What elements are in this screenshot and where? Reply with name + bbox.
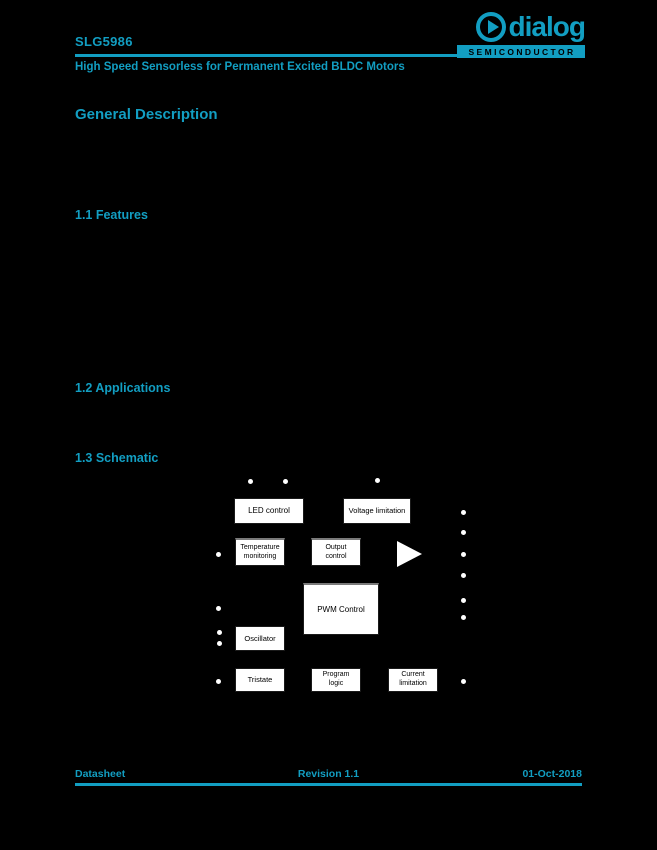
block-output-control: Output control [311, 538, 361, 566]
block-voltage-limitation: Voltage limitation [343, 498, 411, 524]
pin-dot [461, 598, 466, 603]
block-tristate: Tristate [235, 668, 285, 692]
pin-dot [461, 552, 466, 557]
footer-document-type: Datasheet [75, 768, 126, 780]
pin-dot [283, 479, 288, 484]
pin-dot [217, 641, 222, 646]
block-program-logic: Program logic [311, 668, 361, 692]
footer-revision: Revision 1.1 [297, 768, 360, 780]
pin-dot [375, 478, 380, 483]
pin-dot [461, 510, 466, 515]
heading-general-description: General Description [75, 106, 218, 123]
block-current-limitation: Current limitation [388, 668, 438, 692]
footer-date: 01-Oct-2018 [522, 768, 582, 780]
document-subtitle: High Speed Sensorless for Permanent Exci… [75, 61, 405, 73]
logo-tagline: SEMICONDUCTOR [457, 45, 585, 58]
pin-dot [461, 615, 466, 620]
logo-brand-text: dialog [508, 11, 586, 42]
block-led-control: LED control [234, 498, 304, 524]
part-number: SLG5986 [75, 34, 133, 49]
pin-dot [217, 630, 222, 635]
pin-dot [461, 679, 466, 684]
dialog-logo: dialog SEMICONDUCTOR [457, 11, 586, 58]
pin-dot [461, 530, 466, 535]
pin-dot [216, 679, 221, 684]
dialog-d-icon [475, 12, 506, 42]
footer-divider [75, 783, 582, 786]
heading-features: 1.1 Features [75, 208, 148, 222]
pin-dot [248, 479, 253, 484]
buffer-triangle-icon [397, 541, 422, 567]
heading-applications: 1.2 Applications [75, 381, 171, 395]
pin-dot [216, 606, 221, 611]
pin-dot [216, 552, 221, 557]
page-footer: Datasheet Revision 1.1 01-Oct-2018 [75, 768, 582, 780]
heading-schematic: 1.3 Schematic [75, 451, 159, 465]
block-pwm-control: PWM Control [303, 583, 379, 635]
block-oscillator: Oscillator [235, 626, 285, 651]
header-divider [75, 54, 582, 57]
block-temperature-monitoring: Temperature monitoring [235, 538, 285, 566]
pin-dot [461, 573, 466, 578]
